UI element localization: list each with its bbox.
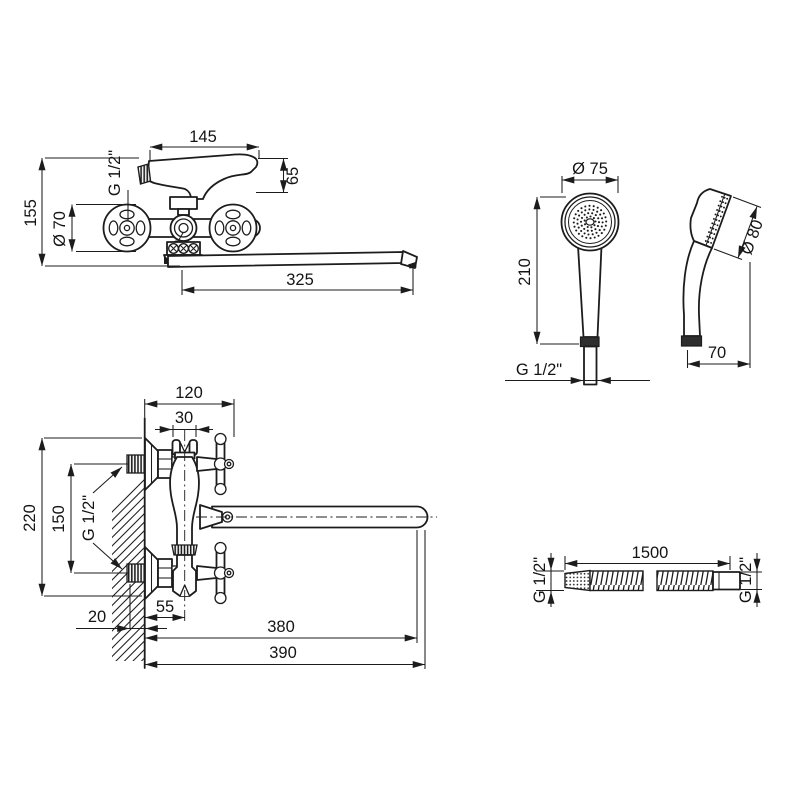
hose-section-right xyxy=(656,570,714,592)
dim-wall-to-axis: 55 xyxy=(145,598,185,621)
dim-hose-length: 1500 xyxy=(564,544,731,570)
dim-label-155: 155 xyxy=(22,199,40,227)
dim-label-g12-front: G 1/2" xyxy=(106,150,124,196)
shower-inlet-tube xyxy=(583,345,598,386)
dim-spout-reach: 380 xyxy=(145,530,418,643)
dim-overall-reach: 390 xyxy=(145,530,426,669)
dim-label-55: 55 xyxy=(156,598,174,616)
dim-label-g12-inlets: G 1/2" xyxy=(80,495,98,541)
view-hand-shower-side: Ø 80 70 xyxy=(680,188,767,368)
dim-label-g12-shower: G 1/2" xyxy=(516,361,562,379)
shower-outlet-nipple xyxy=(137,163,152,185)
dim-label-1500: 1500 xyxy=(632,544,669,562)
dim-label-145: 145 xyxy=(189,128,217,146)
shower-head-front xyxy=(560,192,620,252)
dim-label-30: 30 xyxy=(175,409,193,427)
view-shower-hose: 1500 G 1/2" G 1/2" xyxy=(531,544,762,607)
dim-label-150: 150 xyxy=(50,505,68,533)
dim-label-120: 120 xyxy=(175,384,203,402)
dim-label-380: 380 xyxy=(267,618,295,636)
dim-hose-thread-left: G 1/2" xyxy=(531,553,564,607)
dim-label-20: 20 xyxy=(88,608,106,626)
shower-ferrule-side xyxy=(680,335,703,347)
dim-spout-length: 325 xyxy=(181,267,414,295)
bottom-eccentric xyxy=(126,546,179,600)
dim-inlet-spacing: 150 xyxy=(50,463,128,574)
shower-holder-lever xyxy=(146,153,259,200)
hose-nut-fitting xyxy=(712,571,741,591)
hose-cone-fitting xyxy=(564,569,591,592)
view-faucet-top: 120 30 220 150 G 1/2" xyxy=(21,384,437,669)
dim-tail-width: 30 xyxy=(155,409,213,437)
dim-overall-height-top: 220 xyxy=(21,437,142,597)
spray-face-side xyxy=(704,195,729,244)
spout xyxy=(163,250,418,269)
bottom-cross-handle xyxy=(196,541,235,605)
view-faucet-front: 145 G 1/2" 65 Ø 70 155 xyxy=(22,128,418,295)
dim-wall-clearance: 20 xyxy=(76,584,167,632)
dim-lever-length: 145 xyxy=(149,128,260,160)
dim-label-325: 325 xyxy=(286,271,314,289)
spray-nozzles xyxy=(572,204,608,240)
dim-body-width: 120 xyxy=(144,384,235,437)
diverter xyxy=(169,196,198,248)
view-hand-shower-front: Ø 75 210 G 1/2" xyxy=(505,160,650,386)
dim-overall-height: 155 xyxy=(22,157,180,267)
dim-base-depth: 70 xyxy=(686,262,751,368)
right-handwheel xyxy=(208,203,258,253)
dim-label-d75: Ø 75 xyxy=(572,160,608,178)
dim-shower-outlet-thread: G 1/2" xyxy=(106,150,129,221)
dim-label-65: 65 xyxy=(284,167,302,185)
shower-handle-side xyxy=(682,240,713,337)
dim-hose-thread-right: G 1/2" xyxy=(737,553,762,607)
dim-inlet-thread: G 1/2" xyxy=(80,466,123,570)
dim-label-g12-hose-right: G 1/2" xyxy=(737,557,755,603)
dim-handwheel-diameter: Ø 70 xyxy=(51,203,136,253)
dim-label-d80: Ø 80 xyxy=(738,217,767,257)
dim-label-220: 220 xyxy=(21,504,39,532)
hose-section-left xyxy=(589,570,644,592)
shower-handle xyxy=(577,245,603,338)
top-eccentric xyxy=(126,437,179,491)
left-handwheel xyxy=(102,203,152,253)
spout-collar xyxy=(166,241,201,256)
dim-label-d70: Ø 70 xyxy=(51,211,69,247)
dim-label-g12-hose-left: G 1/2" xyxy=(531,557,549,603)
dim-label-210: 210 xyxy=(516,258,534,286)
dim-label-390: 390 xyxy=(269,644,297,662)
shower-ferrule xyxy=(579,336,600,348)
dim-lever-height: 65 xyxy=(256,157,302,194)
top-cross-handle xyxy=(196,432,235,496)
dim-label-70: 70 xyxy=(708,344,726,362)
dim-head-diameter: Ø 75 xyxy=(561,160,619,193)
dim-shower-length: 210 xyxy=(516,196,579,345)
spout-top-view xyxy=(199,504,429,530)
dim-shower-thread: G 1/2" xyxy=(505,361,650,384)
